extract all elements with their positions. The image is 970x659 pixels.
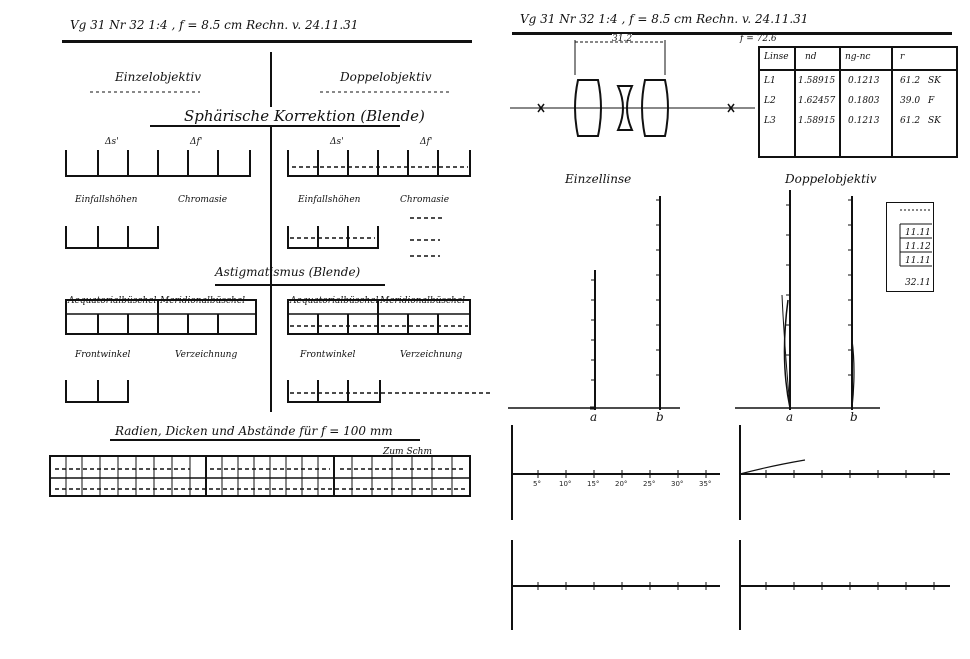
lens-header-ng-nc: ng-nc (845, 52, 871, 62)
axis-label-b-2: b (850, 410, 858, 424)
lens-row-3-ng: 0.1213 (848, 116, 880, 126)
frontwinkel-label-2: Frontwinkel (300, 350, 356, 360)
col-single-title: Einzelobjektiv (115, 70, 202, 84)
center-divider (270, 52, 272, 412)
dim-right: f = 72.6 (740, 34, 777, 44)
dim-top: 31.2 (612, 34, 633, 44)
label-doppelobjektiv: Doppelobjektiv (785, 172, 877, 186)
astig-heading: Astigmatismus (Blende) (215, 265, 361, 279)
spherical-heading: Sphärische Korrektion (Blende) (180, 107, 429, 125)
right-header-rule (512, 32, 952, 35)
deg-tick-7: 35° (699, 480, 712, 488)
einfallshoehe-label-2: Einfallshöhen (298, 195, 361, 205)
side-value-2: 11.12 (905, 242, 931, 252)
delta-f-label-2: Δf' (420, 137, 433, 147)
lens-row-3-nd: 1.58915 (798, 116, 836, 126)
lens-row-1-glass: SK (928, 76, 941, 86)
deg-tick-5: 25° (643, 480, 656, 488)
lens-row-2-name: L2 (764, 96, 776, 106)
header-rule (62, 40, 472, 43)
axis-label-b-1: b (656, 410, 664, 424)
lens-row-1-nd: 1.58915 (798, 76, 836, 86)
delta-s-label-1: Δs' (105, 137, 119, 147)
chromasie-label-1: Chromasie (178, 195, 228, 205)
lens-row-1-name: L1 (764, 76, 776, 86)
side-value-3: 11.11 (905, 256, 931, 266)
einfallshoehe-label-1: Einfallshöhen (75, 195, 138, 205)
verzeichnung-label-1: Verzeichnung (175, 350, 238, 360)
deg-tick-2: 10° (559, 480, 572, 488)
delta-f-label-1: Δf' (190, 137, 203, 147)
lens-row-2-r: 39.0 (900, 96, 921, 106)
deg-tick-6: 30° (671, 480, 684, 488)
axis-label-a-1: a (590, 410, 598, 424)
lens-data-table (758, 46, 958, 158)
chromasie-label-2: Chromasie (400, 195, 450, 205)
lens-row-2-glass: F (928, 96, 935, 106)
lens-header-r: r (900, 52, 905, 62)
frontwinkel-label-1: Frontwinkel (75, 350, 131, 360)
col-double-title: Doppelobjektiv (340, 70, 432, 84)
right-header: Vg 31 Nr 32 1:4 , f = 8.5 cm Rechn. v. 2… (520, 12, 809, 26)
deg-tick-3: 15° (587, 480, 600, 488)
lens-row-3-name: L3 (764, 116, 776, 126)
lens-row-1-ng: 0.1213 (848, 76, 880, 86)
verzeichnung-label-2: Verzeichnung (400, 350, 463, 360)
lens-header-linse: Linse (764, 52, 789, 62)
lens-row-2-nd: 1.62457 (798, 96, 836, 106)
lens-header-nd: nd (805, 52, 817, 62)
lens-row-3-r: 61.2 (900, 116, 921, 126)
side-value-box (886, 202, 934, 292)
axis-label-a-2: a (786, 410, 794, 424)
label-einzellinse: Einzellinse (565, 172, 632, 186)
left-header: Vg 31 Nr 32 1:4 , f = 8.5 cm Rechn. v. 2… (70, 18, 359, 32)
side-value-1: 11.11 (905, 228, 931, 238)
lens-row-1-r: 61.2 (900, 76, 921, 86)
lens-row-2-ng: 0.1803 (848, 96, 880, 106)
deg-tick-1: 5° (533, 480, 541, 488)
table-note: Zum Schm (383, 447, 432, 457)
side-value-4: 32.11 (905, 278, 931, 288)
radien-heading: Radien, Dicken und Abstände für f = 100 … (115, 424, 393, 438)
delta-s-label-2: Δs' (330, 137, 344, 147)
deg-tick-4: 20° (615, 480, 628, 488)
lens-row-3-glass: SK (928, 116, 941, 126)
